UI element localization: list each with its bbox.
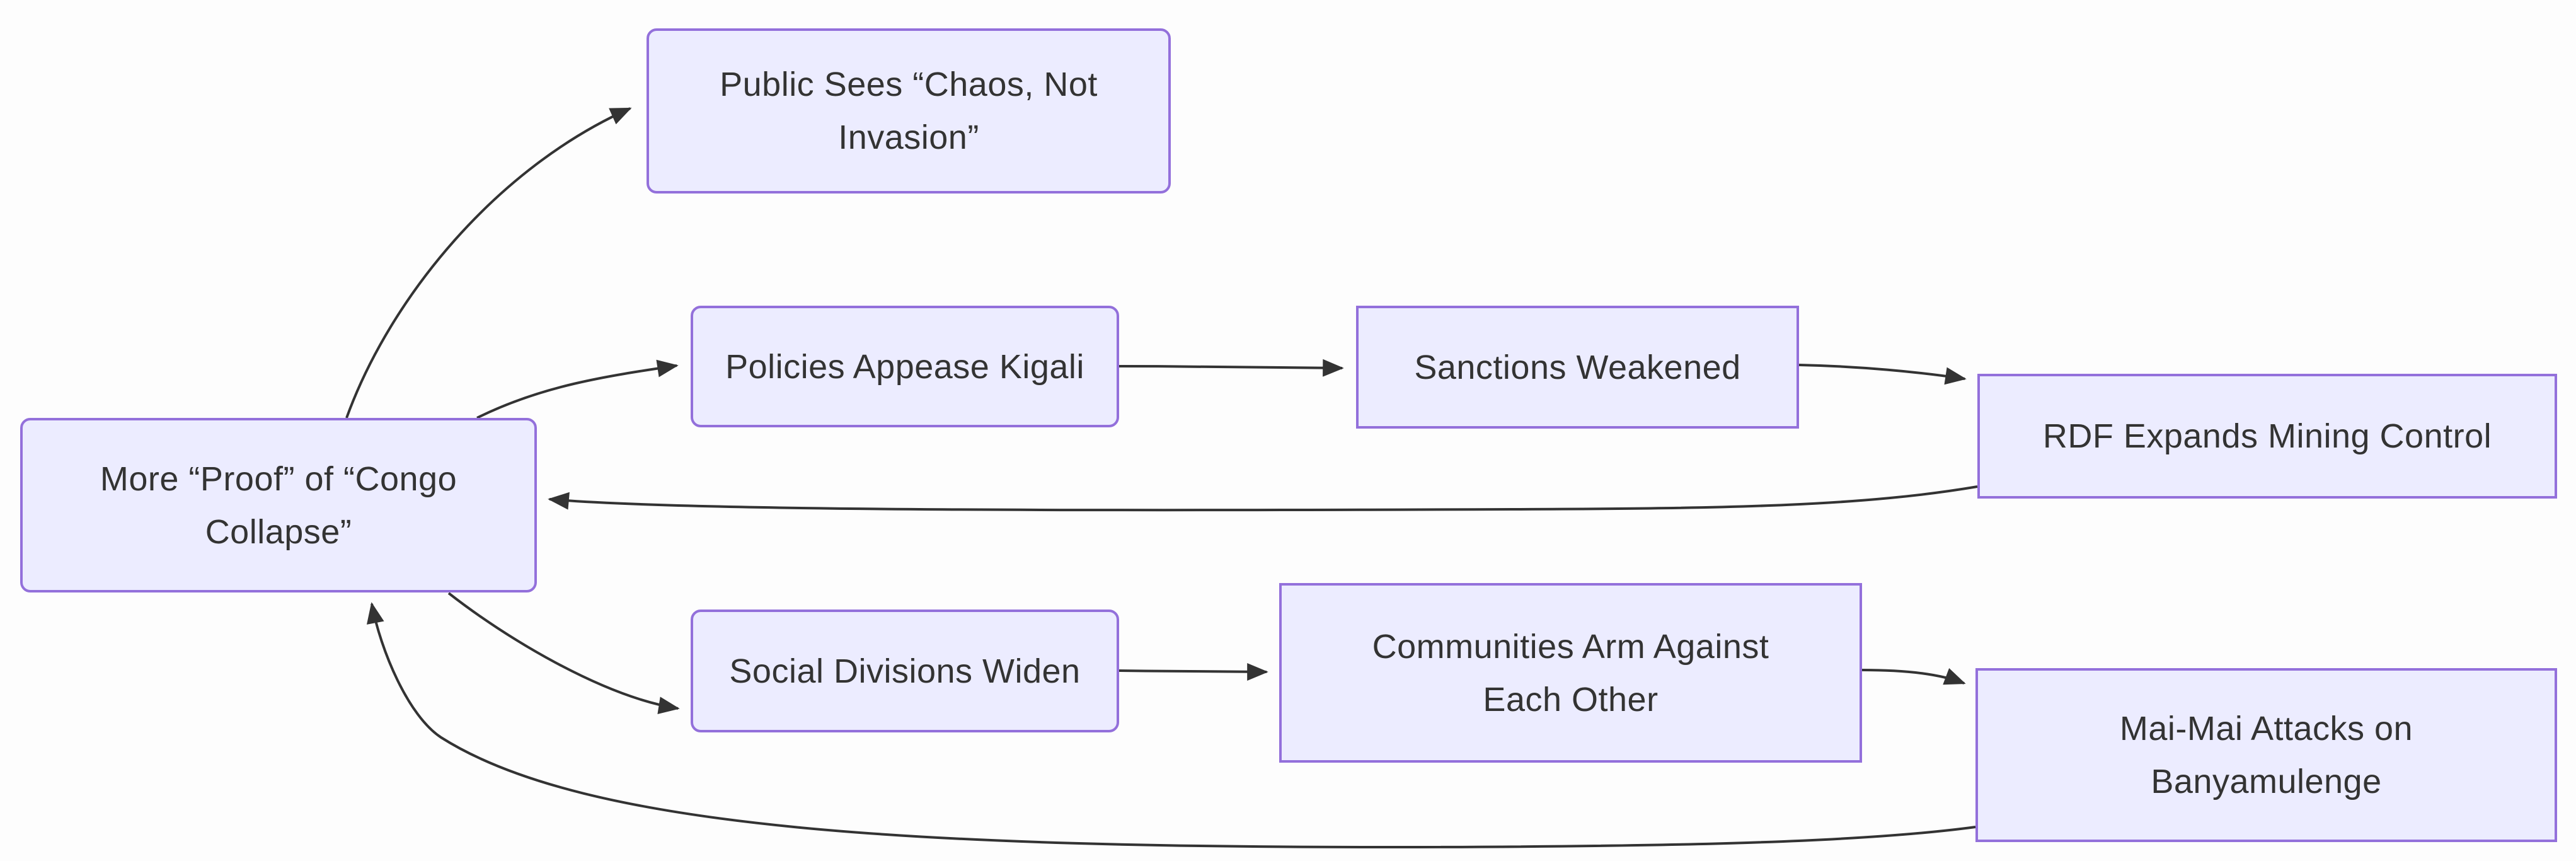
edge-more-proof-to-public-sees [345,107,632,419]
node-communities: Communities Arm Against Each Other [1279,583,1862,763]
node-label-line: Mai-Mai Attacks on [2119,710,2413,748]
node-label-line: RDF Expands Mining Control [2042,417,2492,455]
node-label-line: Each Other [1483,680,1659,719]
edge-more-proof-to-social [447,592,680,715]
edge-sanctions-to-rdf [1798,364,1967,385]
edge-more-proof-to-policies [476,359,679,419]
node-public-sees: Public Sees “Chaos, Not Invasion” [647,28,1171,194]
edge-communities-to-maimai [1861,668,1966,685]
node-label-line: Communities Arm Against [1372,627,1769,666]
node-label-line: Public Sees “Chaos, Not [720,66,1098,103]
node-sanctions: Sanctions Weakened [1356,306,1799,429]
node-label-line: Banyamulenge [2151,763,2382,800]
node-maimai: Mai-Mai Attacks on Banyamulenge [1975,668,2557,842]
node-label-line: Policies Appease Kigali [725,347,1084,386]
edge-maimai-to-more-proof [366,602,1976,849]
edge-rdf-to-more-proof [548,485,1978,512]
node-label-line: Invasion” [838,118,979,156]
node-label-line: More “Proof” of “Congo [100,459,457,498]
node-label-line: Collapse” [205,512,352,551]
node-label-line: Social Divisions Widen [729,652,1081,690]
node-policies: Policies Appease Kigali [691,306,1119,427]
node-social: Social Divisions Widen [691,610,1119,732]
edge-social-to-communities [1118,662,1268,681]
node-more-proof: More “Proof” of “Congo Collapse” [20,418,537,592]
node-label-line: Sanctions Weakened [1414,348,1741,386]
node-rdf: RDF Expands Mining Control [1977,374,2557,499]
edge-policies-to-sanctions [1118,359,1344,377]
